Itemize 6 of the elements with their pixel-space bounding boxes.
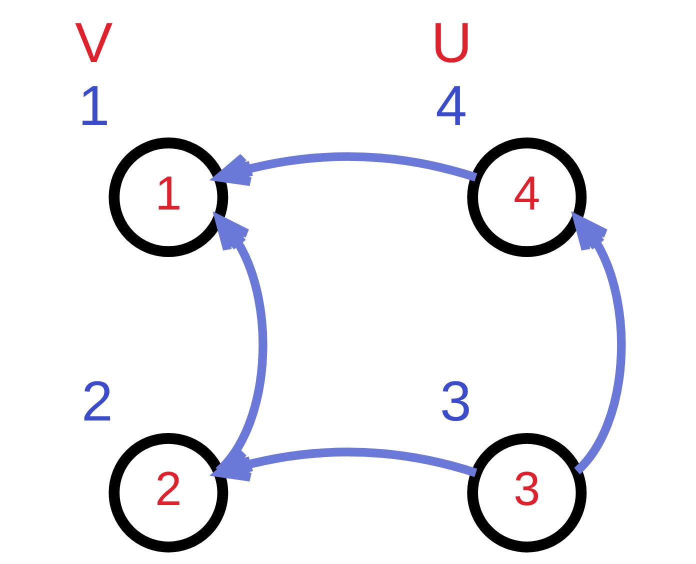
node-label: 3 (440, 370, 471, 433)
node-label: 1 (78, 74, 110, 138)
node-label: 4 (435, 74, 467, 138)
node-label: V (74, 11, 112, 74)
node-label: U (430, 11, 472, 74)
node-label: 2 (81, 370, 112, 433)
